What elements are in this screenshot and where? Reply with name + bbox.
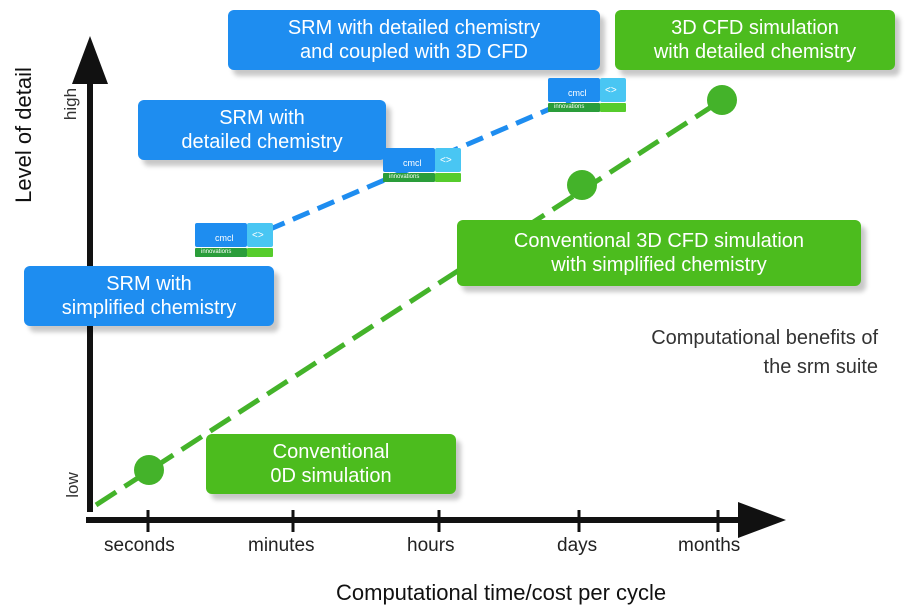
green-point-months	[707, 85, 737, 115]
box-srm-cfd: SRM with detailed chemistry and coupled …	[228, 10, 600, 70]
y-tick-high: high	[61, 87, 81, 121]
box-line: 0D simulation	[270, 465, 392, 487]
box-line: SRM with detailed chemistry	[287, 17, 541, 39]
green-point-seconds	[134, 455, 164, 485]
box-cfd-detailed: 3D CFD simulation with detailed chemistr…	[615, 10, 895, 70]
logo-sub: innovations	[554, 104, 585, 110]
box-line: SRM with	[106, 273, 192, 295]
logo-symbol: <>	[252, 230, 264, 241]
cmcl-logo: cmcl <> innovations	[548, 78, 628, 114]
box-line: detailed chemistry	[181, 131, 343, 153]
logo-sub: innovations	[201, 249, 232, 255]
x-tick-hours: hours	[407, 535, 455, 556]
logo-brand: cmcl	[568, 88, 587, 98]
y-tick-low: low	[62, 472, 82, 498]
box-line: and coupled with 3D CFD	[300, 41, 528, 63]
box-cfd-conventional: Conventional 3D CFD simulation with simp…	[457, 220, 861, 286]
x-tick-months: months	[678, 535, 741, 556]
conventional-trend-line	[94, 97, 724, 508]
box-line: with detailed chemistry	[653, 41, 857, 63]
x-tick-days: days	[557, 535, 598, 556]
x-axis-label: Computational time/cost per cycle	[336, 580, 667, 605]
y-axis-label: Level of detail	[11, 67, 36, 203]
box-srm-detailed: SRM with detailed chemistry	[138, 100, 386, 160]
green-point-days	[567, 170, 597, 200]
box-line: with simplified chemistry	[551, 254, 767, 276]
logo-symbol: <>	[440, 155, 452, 166]
note-line: the srm suite	[763, 356, 878, 378]
box-line: SRM with	[219, 107, 305, 129]
logo-symbol: <>	[605, 85, 617, 96]
x-tick-minutes: minutes	[248, 535, 315, 556]
note-line: Computational benefits of	[651, 327, 878, 349]
box-line: Conventional 3D CFD simulation	[513, 230, 805, 252]
box-line: Conventional	[272, 441, 390, 463]
x-tick-seconds: seconds	[104, 535, 175, 556]
box-line: 3D CFD simulation	[671, 17, 839, 39]
logo-brand: cmcl	[403, 158, 422, 168]
logo-sub: innovations	[389, 174, 420, 180]
y-axis-arrow	[72, 36, 108, 84]
box-line: simplified chemistry	[61, 297, 237, 319]
benefits-note: Computational benefits of the srm suite	[651, 324, 878, 382]
cmcl-logo: cmcl <> innovations	[383, 148, 463, 184]
x-axis-arrow	[738, 502, 786, 538]
box-srm-simplified: SRM with simplified chemistry	[24, 266, 274, 326]
box-0d-conventional: Conventional 0D simulation	[206, 434, 456, 494]
logo-brand: cmcl	[215, 233, 234, 243]
cmcl-logo: cmcl <> innovations	[195, 223, 275, 259]
